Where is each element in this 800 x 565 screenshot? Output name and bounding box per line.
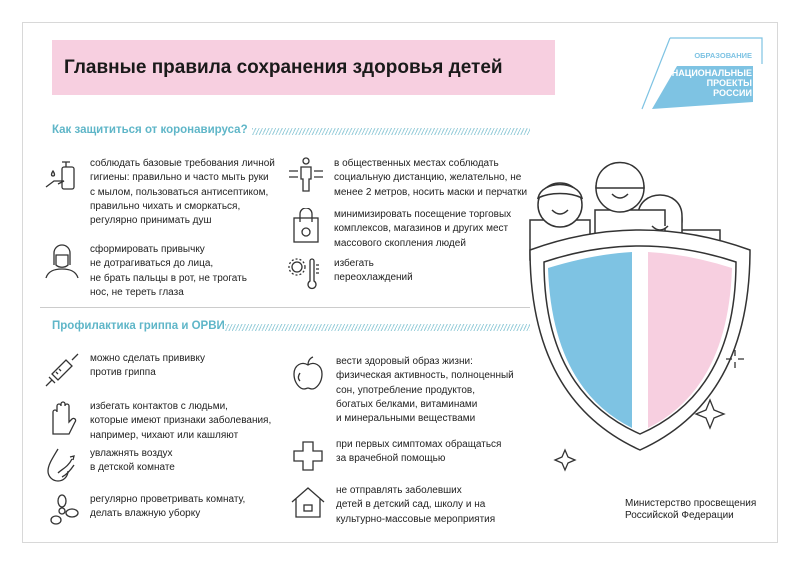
hand-stop-icon [52, 401, 77, 435]
list-item: можно сделать прививку против гриппа [44, 352, 205, 388]
house-icon [291, 487, 325, 518]
fan-icon [50, 494, 79, 525]
item-text: увлажнять воздух в детской комнате [90, 448, 175, 474]
thermometer-icon [288, 258, 319, 290]
medical-cross-icon [293, 441, 323, 471]
item-text: в общественных местах соблюдать социальн… [334, 158, 528, 198]
item-text: при первых симптомах обращаться за враче… [336, 439, 502, 465]
hand-wash-icon [45, 161, 75, 190]
list-item: увлажнять воздух в детской комнате [44, 447, 175, 483]
list-item: не отправлять заболевших детей в детский… [290, 484, 495, 527]
item-text: минимизировать посещение торговых компле… [334, 209, 512, 249]
item-text: избегать переохлаждений [334, 258, 413, 284]
item-text: избегать контактов с людьми, которые име… [90, 401, 272, 441]
social-distance-icon [289, 157, 323, 192]
logo-line1: НАЦИОНАЛЬНЫЕ [672, 68, 752, 78]
section-heading-flu: Профилактика гриппа и ОРВИ [52, 320, 225, 332]
face-mask-icon [45, 244, 79, 279]
national-projects-logo: ОБРАЗОВАНИЕ НАЦИОНАЛЬНЫЕ ПРОЕКТЫ РОССИИ [640, 36, 765, 116]
list-item: соблюдать базовые требования личной гиги… [44, 157, 275, 228]
shopping-bag-icon [293, 208, 319, 243]
section-heading-coronavirus: Как защититься от коронавируса? [52, 124, 248, 136]
divider [40, 307, 530, 308]
hatch-divider [252, 128, 530, 135]
list-item: при первых симптомах обращаться за враче… [290, 438, 501, 474]
apple-icon [293, 356, 323, 390]
page-frame [22, 22, 778, 543]
item-text: вести здоровый образ жизни: физическая а… [336, 356, 514, 425]
list-item: избегать переохлаждений [288, 257, 413, 293]
item-text: регулярно проветривать комнату, делать в… [90, 494, 246, 520]
page-title: Главные правила сохранения здоровья дете… [52, 40, 555, 95]
list-item: регулярно проветривать комнату, делать в… [44, 493, 245, 529]
syringe-icon [45, 353, 79, 387]
list-item: в общественных местах соблюдать социальн… [288, 157, 527, 200]
list-item: сформировать привычку не дотрагиваться д… [44, 243, 247, 300]
kids-shield-illustration [529, 161, 751, 472]
logo-line2: ПРОЕКТЫ [707, 78, 753, 88]
logo-top: ОБРАЗОВАНИЕ [694, 51, 752, 60]
item-text: сформировать привычку не дотрагиваться д… [90, 244, 247, 298]
footer-ministry: Министерство просвещения Российской Феде… [625, 498, 757, 521]
logo-line3: РОССИИ [713, 88, 752, 98]
item-text: можно сделать прививку против гриппа [90, 353, 205, 379]
item-text: соблюдать базовые требования личной гиги… [90, 158, 275, 227]
list-item: избегать контактов с людьми, которые име… [44, 400, 271, 443]
list-item: минимизировать посещение торговых компле… [288, 208, 511, 251]
list-item: вести здоровый образ жизни: физическая а… [290, 355, 514, 426]
item-text: не отправлять заболевших детей в детский… [336, 485, 496, 525]
humidifier-icon [47, 448, 75, 482]
hatch-divider [225, 324, 530, 331]
